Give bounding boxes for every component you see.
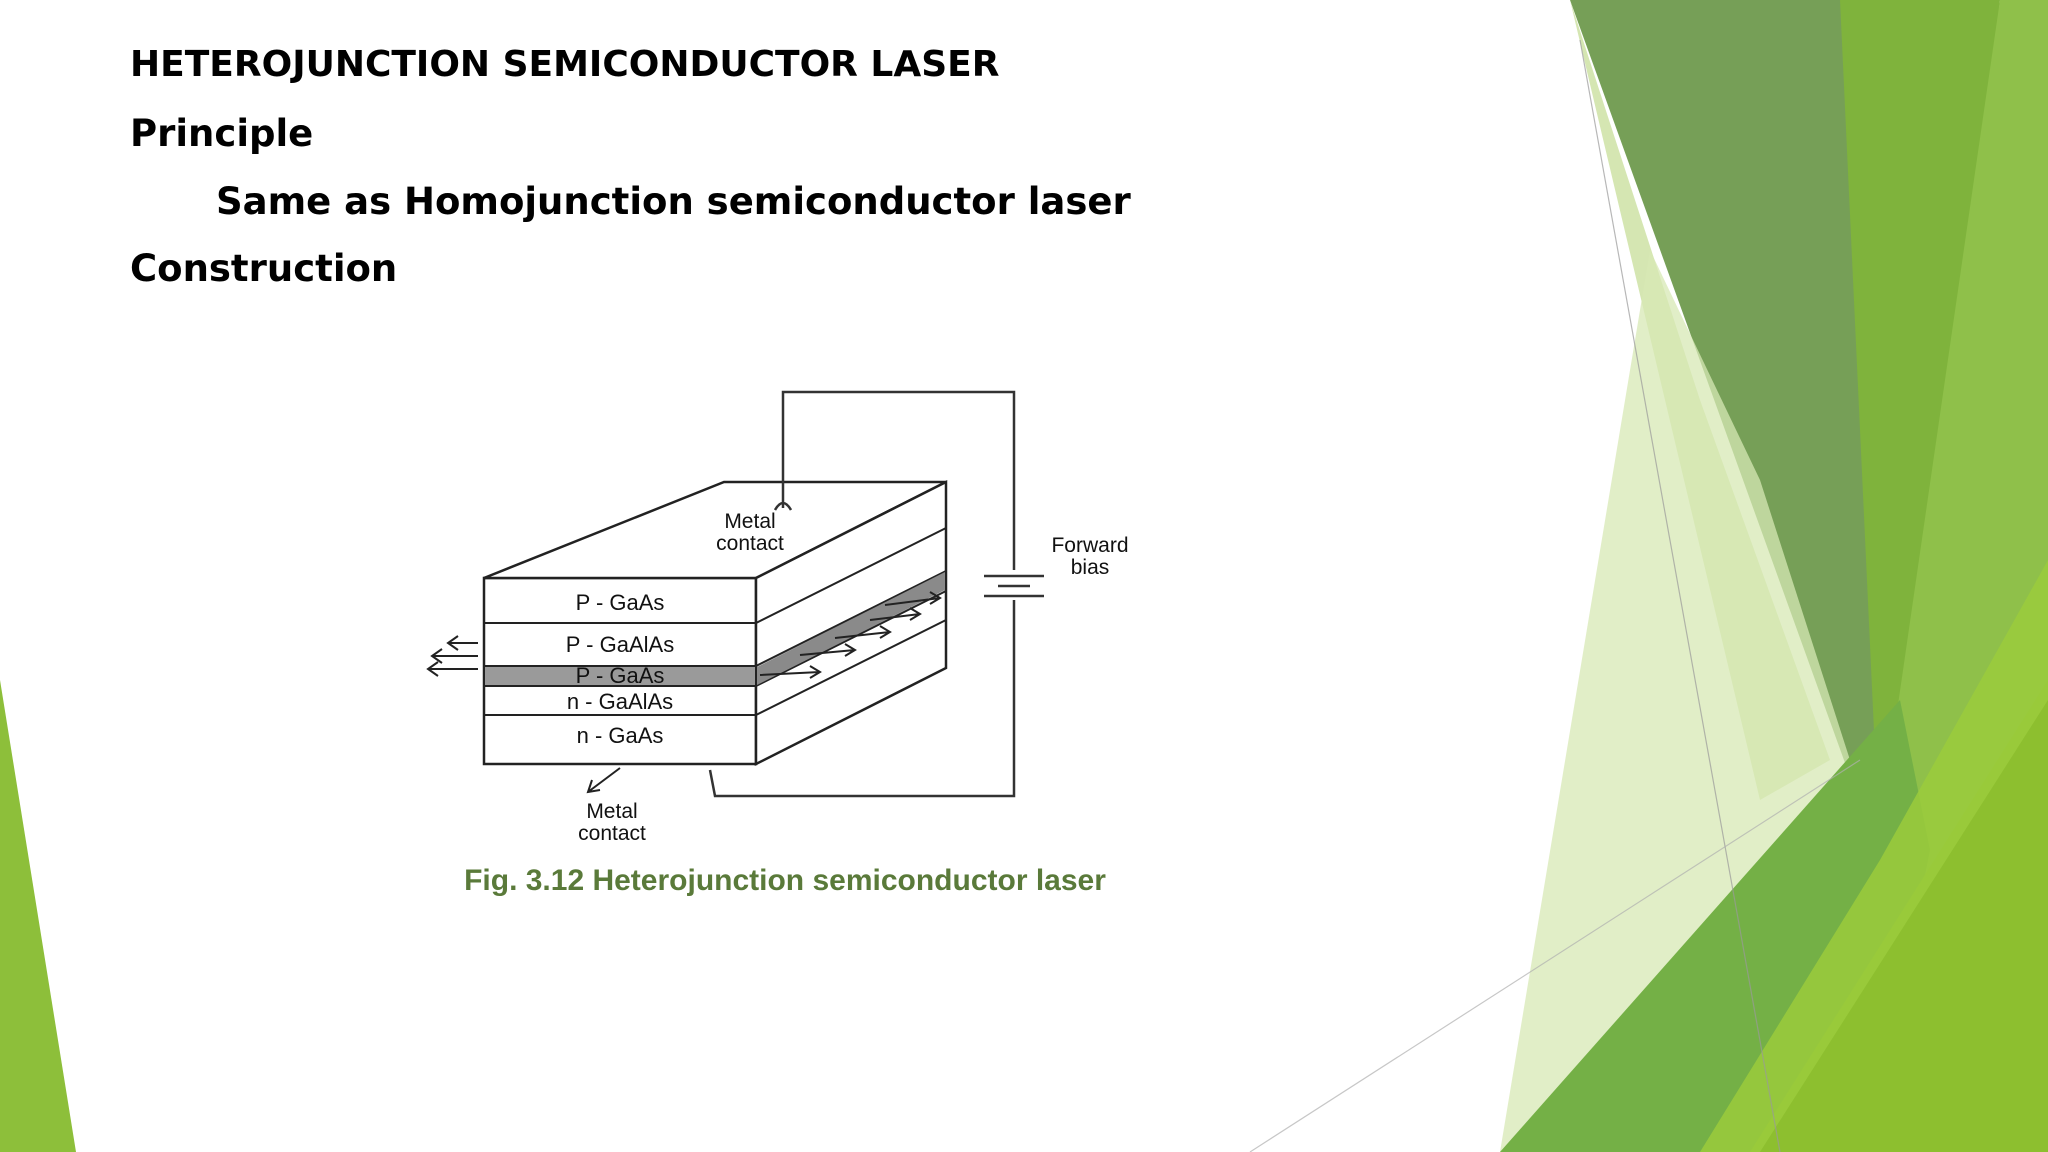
layer-label: n - GaAs (577, 723, 664, 748)
layer-boundary-side-4 (755, 619, 947, 716)
emission-arrow (446, 635, 478, 651)
construction-heading: Construction (130, 247, 398, 290)
layer-boundary-side-1 (755, 527, 947, 624)
laser-construction-figure: P - GaAs P - GaAlAs P - GaAs n - GaAlAs … (380, 360, 1210, 920)
active-layer-front (485, 667, 755, 685)
emission-arrow (426, 661, 478, 677)
bottom-wire (708, 600, 1016, 798)
internal-arrow (834, 625, 892, 639)
internal-arrow (884, 591, 942, 606)
mid-green-shard (1840, 0, 2000, 860)
pale-green-shard (1500, 250, 1850, 1152)
top-contact-label: Metal (724, 510, 775, 533)
right-green-shapes (1500, 0, 2048, 1152)
deco-line-2 (1249, 759, 1861, 1152)
layer-label: P - GaAs (576, 663, 665, 688)
bias-label: Forward (1051, 534, 1128, 557)
dark-green-shard (1570, 0, 1930, 860)
bottom-contact-label: contact (578, 822, 646, 845)
internal-arrow (759, 665, 822, 679)
principle-heading: Principle (130, 112, 314, 155)
layer-label: P - GaAlAs (566, 632, 674, 657)
figure-caption: Fig. 3.12 Heterojunction semiconductor l… (464, 864, 1106, 897)
bias-label: bias (1071, 556, 1110, 579)
deco-line-1 (1579, 39, 1781, 1152)
layer-label: n - GaAlAs (567, 689, 673, 714)
top-wire (781, 390, 1016, 570)
bottom-contact-pointer (586, 767, 621, 794)
internal-arrow (869, 607, 922, 621)
layer-label: P - GaAs (576, 590, 665, 615)
left-green-sliver (0, 680, 76, 1152)
bottom-contact-label: Metal (586, 800, 637, 823)
internal-arrow (799, 643, 857, 657)
contact-loop (773, 501, 793, 511)
principle-text: Same as Homojunction semiconductor laser (216, 180, 1131, 223)
layer-boundary-side-2 (755, 570, 947, 667)
active-layer-side (757, 572, 945, 685)
top-contact-label: contact (716, 532, 784, 555)
layer-boundary-side-3 (755, 590, 947, 687)
emission-arrow (430, 648, 478, 664)
slide-title: HETEROJUNCTION SEMICONDUCTOR LASER (130, 44, 1000, 85)
